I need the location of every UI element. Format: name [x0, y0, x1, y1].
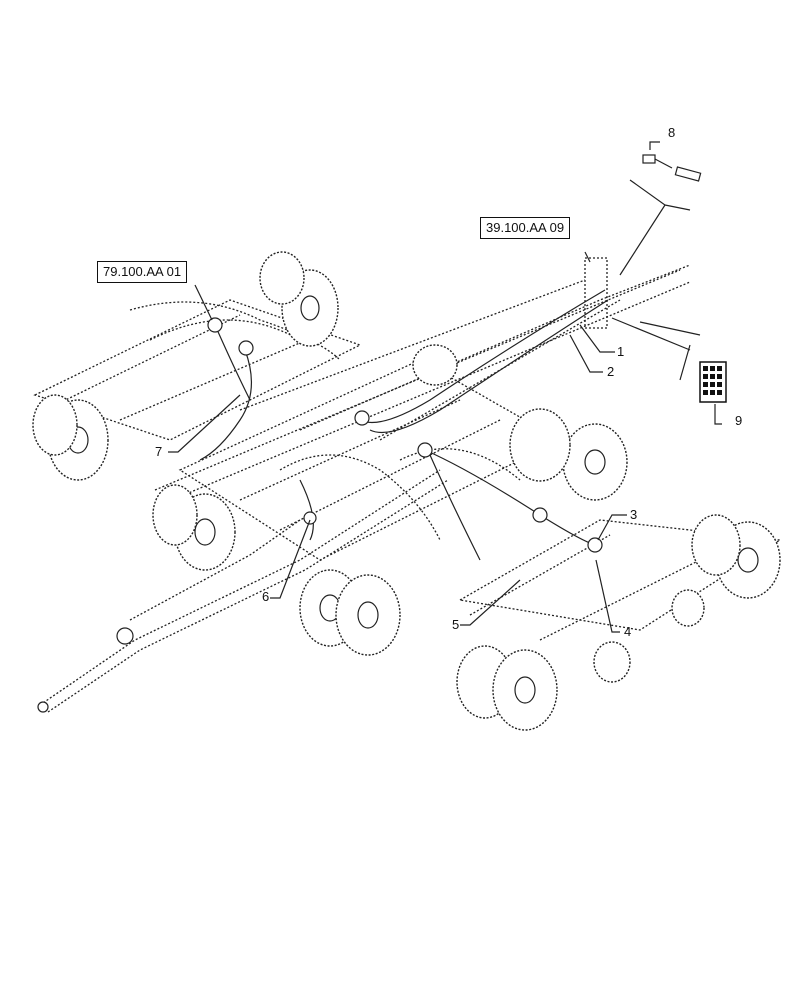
callout-3: 3	[630, 507, 638, 522]
callout-4: 4	[624, 624, 632, 639]
callout-6: 6	[262, 589, 270, 604]
hitch-drawbar	[37, 469, 449, 713]
callout-5: 5	[452, 617, 460, 632]
right-wing-frame	[458, 519, 782, 641]
decal-part-9	[699, 361, 727, 403]
wheels	[32, 251, 781, 731]
fitting-part-8	[619, 154, 702, 276]
reference-box-39-100-aa-09[interactable]: 39.100.AA 09	[480, 217, 571, 239]
callout-2: 2	[607, 364, 615, 379]
reference-box-79-100-aa-01[interactable]: 79.100.AA 01	[97, 261, 188, 283]
left-wing-frame	[33, 299, 362, 441]
distribution-heads	[207, 317, 603, 553]
hydraulic-hoses	[199, 289, 609, 561]
callout-9: 9	[735, 413, 743, 428]
callout-1: 1	[617, 344, 625, 359]
center-frame	[178, 359, 562, 561]
callout-8: 8	[668, 125, 676, 140]
leader-lines	[168, 141, 722, 633]
callout-7: 7	[155, 444, 163, 459]
